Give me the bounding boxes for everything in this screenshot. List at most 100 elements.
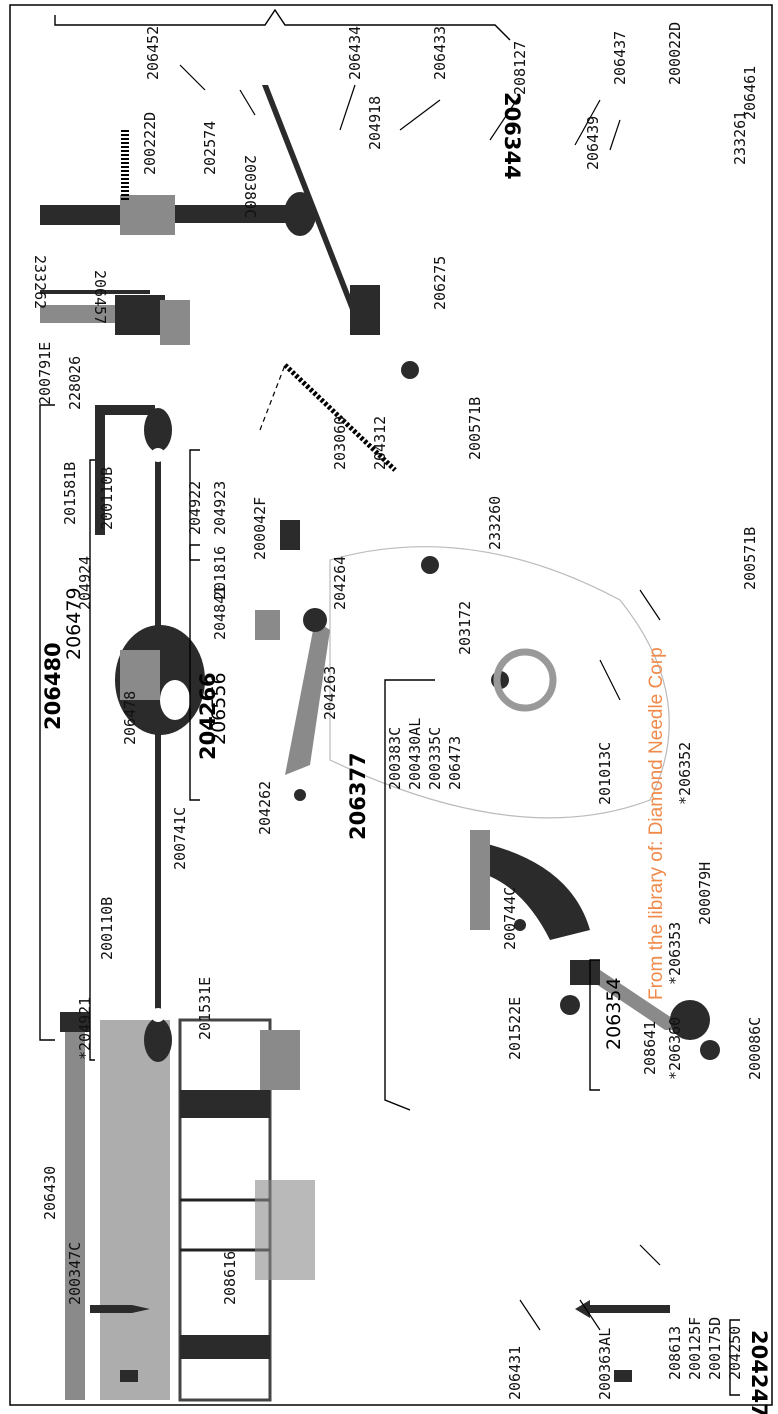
label-204921: *204921 <box>76 997 94 1060</box>
label-206354: 206354 <box>603 977 625 1050</box>
label-208127: 208127 <box>511 41 529 95</box>
label-204264: 204264 <box>331 556 349 610</box>
bracket-206377 <box>384 679 435 1111</box>
label-206439: 206439 <box>584 116 602 170</box>
leader-lines <box>179 64 661 1331</box>
crank-206437 <box>115 625 205 735</box>
label-204841: 204841 <box>211 586 229 640</box>
label-208641: 208641 <box>641 1021 659 1075</box>
label-206473: 206473 <box>446 736 464 790</box>
label-204924: 204924 <box>76 556 94 610</box>
label-200086C: 200086C <box>746 1017 764 1080</box>
label-206452: 206452 <box>144 26 162 80</box>
label-206353: *206353 <box>666 922 684 985</box>
label-200347C: 200347C <box>66 1242 84 1305</box>
label-206479: 206479 <box>63 587 85 660</box>
pin-206430 <box>90 1305 150 1313</box>
ring-203172 <box>493 648 557 712</box>
bracket-206344 <box>54 8 511 41</box>
label-200222D: 200222D <box>141 112 159 175</box>
label-200741C: 200741C <box>171 807 189 870</box>
bracket-204841 <box>189 449 200 561</box>
label-203060: 203060 <box>331 416 349 470</box>
screw-200363AL <box>614 1370 632 1382</box>
pin-206431 <box>575 1300 670 1318</box>
label-200175D: 200175D <box>706 1317 724 1380</box>
label-200430AL: 200430AL <box>406 718 424 790</box>
screw-200042F <box>280 520 300 550</box>
label-200380C: 200380C <box>241 155 259 218</box>
diagram-frame <box>9 4 773 1406</box>
label-200110B-b: 200110B <box>98 897 116 960</box>
link-208641 <box>560 960 720 1060</box>
label-200363AL: 200363AL <box>596 1328 614 1400</box>
watermark: From the library of: Diamond Needle Corp <box>646 647 667 1000</box>
label-204262: 204262 <box>256 781 274 835</box>
label-200110B-a: 200110B <box>98 467 116 530</box>
label-206352: *206352 <box>676 742 694 805</box>
bracket-206556 <box>189 544 200 801</box>
label-204923: 204923 <box>211 481 229 535</box>
bracket-206354 <box>589 959 600 1091</box>
pin-233262 <box>40 290 150 294</box>
label-201522E: 201522E <box>506 997 524 1060</box>
bracket-204247 <box>729 1319 740 1396</box>
label-204263: 204263 <box>321 666 339 720</box>
label-206433: 206433 <box>431 26 449 80</box>
label-200042F: 200042F <box>251 497 269 560</box>
label-206478: 206478 <box>121 691 139 745</box>
label-208616: 208616 <box>221 1251 239 1305</box>
label-206431: 206431 <box>506 1346 524 1400</box>
lever-228026 <box>262 85 380 335</box>
label-201816: 201816 <box>211 546 229 600</box>
label-202574: 202574 <box>201 121 219 175</box>
label-206344: 206344 <box>500 92 524 180</box>
label-206461: 206461 <box>741 66 759 120</box>
label-206430: 206430 <box>41 1166 59 1220</box>
label-206480: 206480 <box>41 642 65 730</box>
label-206457: 206457 <box>91 270 109 324</box>
take-up-206377 <box>470 830 590 940</box>
label-200383C: 200383C <box>386 727 404 790</box>
label-200125F: 200125F <box>686 1317 704 1380</box>
label-200571B-a: 200571B <box>466 397 484 460</box>
label-201013C: 201013C <box>596 742 614 805</box>
label-206437: 206437 <box>611 31 629 85</box>
label-201581B: 201581B <box>61 462 79 525</box>
label-233261: 233261 <box>731 111 749 165</box>
label-200571B-b: 200571B <box>741 527 759 590</box>
label-233262: 233262 <box>31 255 49 309</box>
label-200079H: 200079H <box>696 862 714 925</box>
label-206556: 206556 <box>208 672 230 745</box>
upper-shaft-206344 <box>40 192 316 335</box>
main-shaft <box>60 1012 272 1402</box>
screw-200347C <box>120 1370 138 1382</box>
label-204247: 204247 <box>747 1330 771 1414</box>
label-204922: 204922 <box>186 481 204 535</box>
spring-204312 <box>283 363 397 472</box>
bracket-206434 <box>160 300 190 345</box>
crank-arm-204263 <box>255 608 330 801</box>
bracket-206480 <box>39 404 55 1041</box>
bracket-206479 <box>89 459 95 1061</box>
label-204266: 204266 <box>196 672 220 760</box>
label-204312: 204312 <box>371 416 389 470</box>
label-206377: 206377 <box>346 752 370 840</box>
bent-lever-206433 <box>95 405 155 535</box>
label-200744C: 200744C <box>501 887 519 950</box>
label-228026: 228026 <box>66 356 84 410</box>
label-206360: *206360 <box>666 1017 684 1080</box>
label-208613: 208613 <box>666 1326 684 1380</box>
link-rod-204266 <box>144 408 172 1062</box>
label-200022D: 200022D <box>666 22 684 85</box>
label-206275: 206275 <box>431 256 449 310</box>
label-200791E: 200791E <box>36 342 54 405</box>
label-206434: 206434 <box>346 26 364 80</box>
label-233260: 233260 <box>486 496 504 550</box>
shaft-bearing-left <box>255 1030 315 1280</box>
label-200335C: 200335C <box>426 727 444 790</box>
label-204918: 204918 <box>366 96 384 150</box>
label-201531E: 201531E <box>196 977 214 1040</box>
label-204250: 204250 <box>726 1326 744 1380</box>
